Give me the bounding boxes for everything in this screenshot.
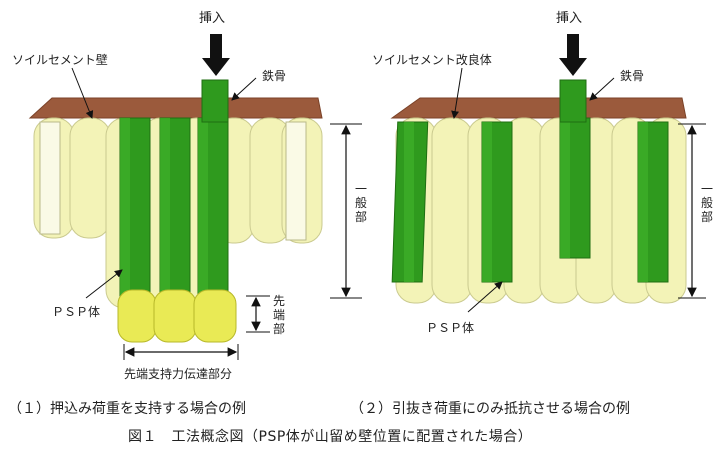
right-psp-steel [391,117,669,283]
left-panel [28,34,362,360]
left-insert-label: 挿入 [199,11,226,26]
right-general-part-label: 一 般 部 [700,182,713,224]
right-steel-leader [589,77,615,101]
left-inner-steel-b [285,121,307,241]
left-tip-transfer-label: 先端支持力伝達部分 [124,367,233,381]
left-steel-leader [231,77,257,101]
right-soil-top [390,97,687,119]
left-insert-arrow-icon [202,34,230,76]
left-steel-label: 鉄骨 [262,69,287,83]
figure-title: 図１ 工法概念図（PSP体が山留め壁位置に配置された場合） [128,429,533,445]
left-psp-leader [85,269,123,299]
left-steel-insert [201,79,229,123]
left-psp-steel [119,117,229,305]
left-general-part-label: 一 般 部 [354,182,367,224]
right-panel [390,34,706,313]
right-steel-label: 鉄骨 [620,69,645,83]
left-psp-label: ＰＳＰ体 [52,305,101,319]
left-wall-label: ソイルセメント壁 [12,53,108,67]
left-inner-steel-a [39,121,61,235]
right-caption: （２）引抜き荷重にのみ抵抗させる場合の例 [350,401,630,417]
right-steel-insert [559,79,587,123]
right-insert-label: 挿入 [556,11,583,26]
left-wall-leader [71,67,94,119]
left-tip-part [117,289,237,343]
left-tip-part-label: 先 端 部 [272,294,285,336]
left-soil-top [28,97,323,119]
right-insert-arrow-icon [559,34,587,76]
right-wall-label: ソイルセメント改良体 [372,53,492,67]
right-psp-leader [467,281,503,313]
right-wall-leader [451,67,463,119]
right-psp-label: ＰＳＰ体 [426,321,475,335]
left-caption: （１）押込み荷重を支持する場合の例 [8,401,246,417]
